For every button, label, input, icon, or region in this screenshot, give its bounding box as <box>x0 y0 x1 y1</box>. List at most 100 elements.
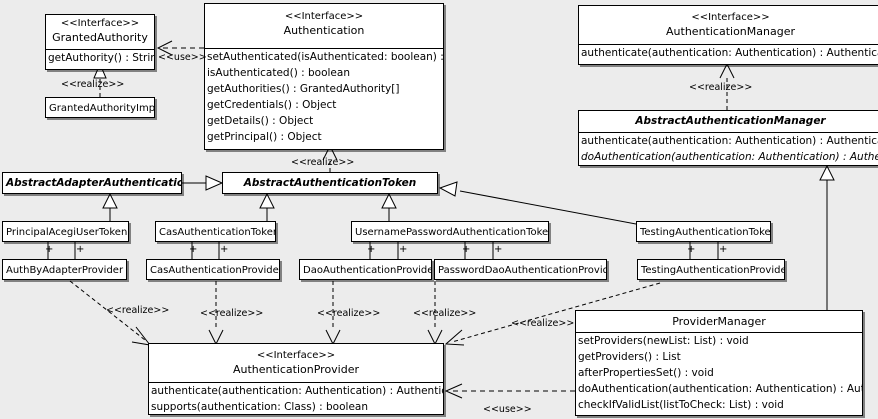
class-header: AbstractAuthenticationToken <box>223 173 437 193</box>
member: doAuthentication(authentication: Authent… <box>578 383 862 395</box>
edge-label-realize-auth-by-adapter: <<realize>> <box>106 305 170 316</box>
multiplicity-testing-right: + <box>719 244 728 255</box>
class-name: PasswordDaoAuthenticationProvider <box>438 265 607 276</box>
stereotype-label: <<Interface>> <box>691 12 770 23</box>
class-header: TestingAuthenticationToken <box>637 222 771 241</box>
stereotype-label: <<Interface>> <box>60 18 140 29</box>
multiplicity-principal-acegi-right: + <box>76 244 85 255</box>
member: checkIfValidList(listToCheck: List) : vo… <box>578 399 784 411</box>
class-authentication-manager[interactable]: <<Interface>> AuthenticationManager auth… <box>578 5 878 65</box>
edge-label-realize-abstract-auth-manager: <<realize>> <box>689 82 753 93</box>
member: authenticate(authentication: Authenticat… <box>581 47 878 59</box>
class-header: AbstractAuthenticationManager <box>579 111 878 132</box>
member: getAuthority() : String <box>48 52 155 64</box>
member: doAuthentication(authentication: Authent… <box>581 151 878 163</box>
class-testing-authentication-provider[interactable]: TestingAuthenticationProvider <box>637 259 785 280</box>
class-name: AuthByAdapterProvider <box>6 265 124 276</box>
class-header: DaoAuthenticationProvider <box>300 260 432 279</box>
class-header: CasAuthenticationProvider <box>147 260 280 279</box>
class-name: ProviderManager <box>672 315 766 328</box>
edge-label-realize-password-dao-provider: <<realize>> <box>413 308 477 319</box>
class-name: DaoAuthenticationProvider <box>303 265 432 276</box>
member: getCredentials() : Object <box>207 99 337 111</box>
member: setAuthenticated(isAuthenticated: boolea… <box>207 51 444 63</box>
multiplicity-username-b: + <box>399 244 408 255</box>
multiplicity-username-c: + <box>462 244 471 255</box>
multiplicity-username-a: + <box>367 244 376 255</box>
class-cas-authentication-token[interactable]: CasAuthenticationToken <box>155 221 276 242</box>
class-testing-authentication-token[interactable]: TestingAuthenticationToken <box>636 221 771 242</box>
multiplicity-username-d: + <box>494 244 503 255</box>
class-authentication-provider[interactable]: <<Interface>> AuthenticationProvider aut… <box>148 343 444 415</box>
class-dao-authentication-provider[interactable]: DaoAuthenticationProvider <box>299 259 432 280</box>
member-list: setAuthenticated(isAuthenticated: boolea… <box>205 48 443 145</box>
class-name: AuthenticationManager <box>666 25 795 38</box>
class-header: TestingAuthenticationProvider <box>638 260 785 279</box>
class-name: AbstractAdapterAuthenticationToken <box>6 177 181 189</box>
class-name: CasAuthenticationToken <box>159 227 276 238</box>
member-list: authenticate(authentication: Authenticat… <box>149 382 444 414</box>
member: authenticate(authentication: Authenticat… <box>151 385 444 397</box>
class-header: PrincipalAcegiUserToken <box>3 222 128 241</box>
stereotype-label: <<Interface>> <box>284 11 364 22</box>
class-name: UsernamePasswordAuthenticationToken <box>355 227 549 238</box>
multiplicity-principal-acegi-left: + <box>45 244 54 255</box>
member: afterPropertiesSet() : void <box>578 367 714 379</box>
class-name: TestingAuthenticationToken <box>640 227 771 238</box>
member-list: setProviders(newList: List) : void getPr… <box>576 332 862 413</box>
member: getAuthorities() : GrantedAuthority[] <box>207 83 400 95</box>
edge-label-realize-testing-provider: <<realize>> <box>511 318 575 329</box>
class-provider-manager[interactable]: ProviderManager setProviders(newList: Li… <box>575 310 863 416</box>
member-list: authenticate(authentication: Authenticat… <box>579 132 878 165</box>
class-name: CasAuthenticationProvider <box>150 265 280 276</box>
class-username-password-authentication-token[interactable]: UsernamePasswordAuthenticationToken <box>351 221 549 242</box>
member: setProviders(newList: List) : void <box>578 335 749 347</box>
class-header: AuthByAdapterProvider <box>3 260 126 279</box>
class-cas-authentication-provider[interactable]: CasAuthenticationProvider <box>146 259 280 280</box>
class-header: <<Interface>> Authentication <box>205 4 443 48</box>
member: getDetails() : Object <box>207 115 314 127</box>
member: isAuthenticated() : boolean <box>207 67 350 79</box>
class-name: PrincipalAcegiUserToken <box>6 227 128 238</box>
class-name: GrantedAuthorityImpl <box>49 103 155 114</box>
edge-label-realize-granted-authority-impl: <<realize>> <box>61 79 125 90</box>
multiplicity-cas-left: + <box>189 244 198 255</box>
class-name: AbstractAuthenticationManager <box>635 115 826 127</box>
edge-label-use-granted-authority: <<use>> <box>158 52 207 63</box>
class-name: TestingAuthenticationProvider <box>641 265 785 276</box>
class-name: GrantedAuthority <box>52 31 148 44</box>
class-authentication[interactable]: <<Interface>> Authentication setAuthenti… <box>204 3 444 150</box>
class-header: AbstractAdapterAuthenticationToken <box>3 173 181 193</box>
member-list: getAuthority() : String <box>46 49 154 66</box>
class-auth-by-adapter-provider[interactable]: AuthByAdapterProvider <box>2 259 127 280</box>
class-name: AbstractAuthenticationToken <box>243 177 417 189</box>
class-name: AuthenticationProvider <box>232 363 360 376</box>
class-name: Authentication <box>283 24 365 37</box>
multiplicity-testing-left: + <box>687 244 696 255</box>
class-granted-authority-impl[interactable]: GrantedAuthorityImpl <box>45 97 155 118</box>
edge-label-realize-abstract-auth-token: <<realize>> <box>291 157 355 168</box>
member: supports(authentication: Class) : boolea… <box>151 401 368 413</box>
member: authenticate(authentication: Authenticat… <box>581 135 878 147</box>
class-header: UsernamePasswordAuthenticationToken <box>352 222 549 241</box>
member-list: authenticate(authentication: Authenticat… <box>579 44 878 61</box>
multiplicity-cas-right: + <box>220 244 229 255</box>
class-header: GrantedAuthorityImpl <box>46 98 155 117</box>
class-principal-acegi-user-token[interactable]: PrincipalAcegiUserToken <box>2 221 129 242</box>
class-password-dao-authentication-provider[interactable]: PasswordDaoAuthenticationProvider <box>434 259 607 280</box>
edge-label-use-provider-manager: <<use>> <box>483 404 532 415</box>
class-header: <<Interface>> AuthenticationProvider <box>149 344 443 382</box>
member: getPrincipal() : Object <box>207 131 322 143</box>
edge-label-realize-cas-provider: <<realize>> <box>200 308 264 319</box>
stereotype-label: <<Interface>> <box>256 350 336 361</box>
class-header: PasswordDaoAuthenticationProvider <box>435 260 607 279</box>
class-header: <<Interface>> AuthenticationManager <box>579 6 878 44</box>
class-header: <<Interface>> GrantedAuthority <box>46 15 154 49</box>
class-granted-authority[interactable]: <<Interface>> GrantedAuthority getAuthor… <box>45 14 155 70</box>
class-abstract-authentication-manager[interactable]: AbstractAuthenticationManager authentica… <box>578 110 878 166</box>
class-header: ProviderManager <box>576 311 862 332</box>
edge-label-realize-dao-provider: <<realize>> <box>317 308 381 319</box>
class-abstract-adapter-authentication-token[interactable]: AbstractAdapterAuthenticationToken <box>2 172 182 194</box>
class-abstract-authentication-token[interactable]: AbstractAuthenticationToken <box>222 172 438 194</box>
